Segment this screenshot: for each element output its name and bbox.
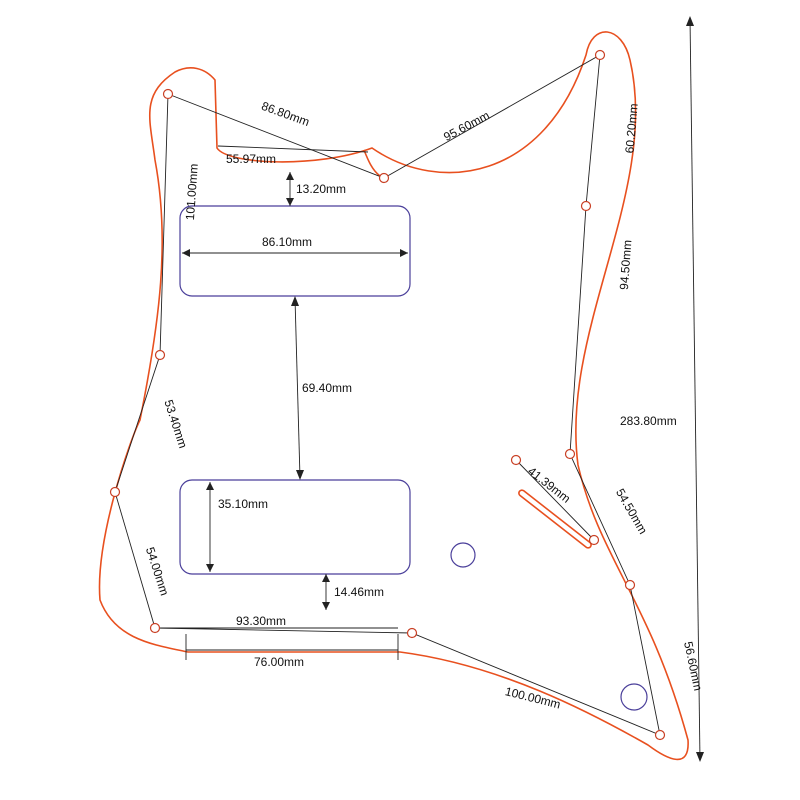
arrow-8610-left (182, 249, 190, 257)
screw-hole (564, 448, 576, 460)
screw-hole (580, 200, 592, 212)
perimeter-measure-lines (114, 54, 661, 736)
dim-label-d1: 86.80mm (260, 99, 312, 129)
screw-hole (624, 579, 636, 591)
arrow-6940-bottom (296, 470, 304, 480)
arrow-overall-top (686, 16, 694, 26)
dim-line-6940 (294, 297, 301, 479)
dim-label-d8: 94.50mm (617, 239, 634, 290)
screw-hole (654, 729, 666, 741)
screw-hole (109, 486, 121, 498)
dim-label-d11: 283.80mm (620, 414, 677, 428)
switch-measure-line (515, 459, 595, 541)
dim-label-d5: 60.20mm (622, 103, 640, 154)
screw-hole (406, 627, 418, 639)
arrow-1446-bottom (322, 602, 330, 610)
dim-label-d19: 56.60mm (681, 640, 705, 692)
dim-label-d9: 69.40mm (302, 381, 352, 395)
screw-hole (594, 49, 606, 61)
arrow-3510-top (206, 482, 214, 490)
dim-label-d3: 55.97mm (226, 152, 276, 166)
pickguard-outline (98, 31, 689, 761)
screw-hole (588, 534, 600, 546)
dim-label-d17: 93.30mm (236, 614, 286, 628)
arrow-8610-right (400, 249, 408, 257)
arrow-overall-bottom (696, 752, 704, 762)
switch-slot (518, 489, 592, 549)
dim-label-d7: 101.00mm (183, 163, 201, 221)
control-hole-1 (450, 542, 476, 568)
screw-hole (378, 172, 390, 184)
pickguard-inner-edge (363, 149, 381, 177)
screw-hole (510, 454, 522, 466)
dim-label-d6: 86.10mm (262, 235, 312, 249)
arrow-3510-bottom (206, 564, 214, 572)
dim-label-d15: 14.46mm (334, 585, 384, 599)
arrow-1446-top (322, 574, 330, 582)
dim-label-d14: 35.10mm (218, 497, 268, 511)
dim-label-d10: 53.40mm (161, 398, 190, 450)
dim-label-d2: 95.60mm (441, 108, 492, 144)
screw-hole (154, 349, 166, 361)
dim-line-55 (217, 145, 369, 153)
control-hole-2 (620, 683, 648, 711)
dim-label-d16: 54.00mm (143, 545, 172, 597)
neck-pickup-cavity (179, 205, 411, 297)
dim-label-d4: 13.20mm (296, 182, 346, 196)
dim-label-d13: 54.50mm (613, 486, 650, 536)
dim-label-d18: 76.00mm (254, 655, 304, 669)
arrow-1320-top (286, 172, 294, 180)
screw-hole (162, 88, 174, 100)
bridge-pickup-cavity (179, 479, 411, 575)
arrow-6940-top (291, 296, 299, 306)
dim-line-overall (689, 17, 701, 761)
screw-holes (109, 49, 666, 741)
dim-label-d12: 41.39mm (525, 464, 573, 506)
screw-hole (149, 622, 161, 634)
arrow-1320-bottom (286, 198, 294, 206)
